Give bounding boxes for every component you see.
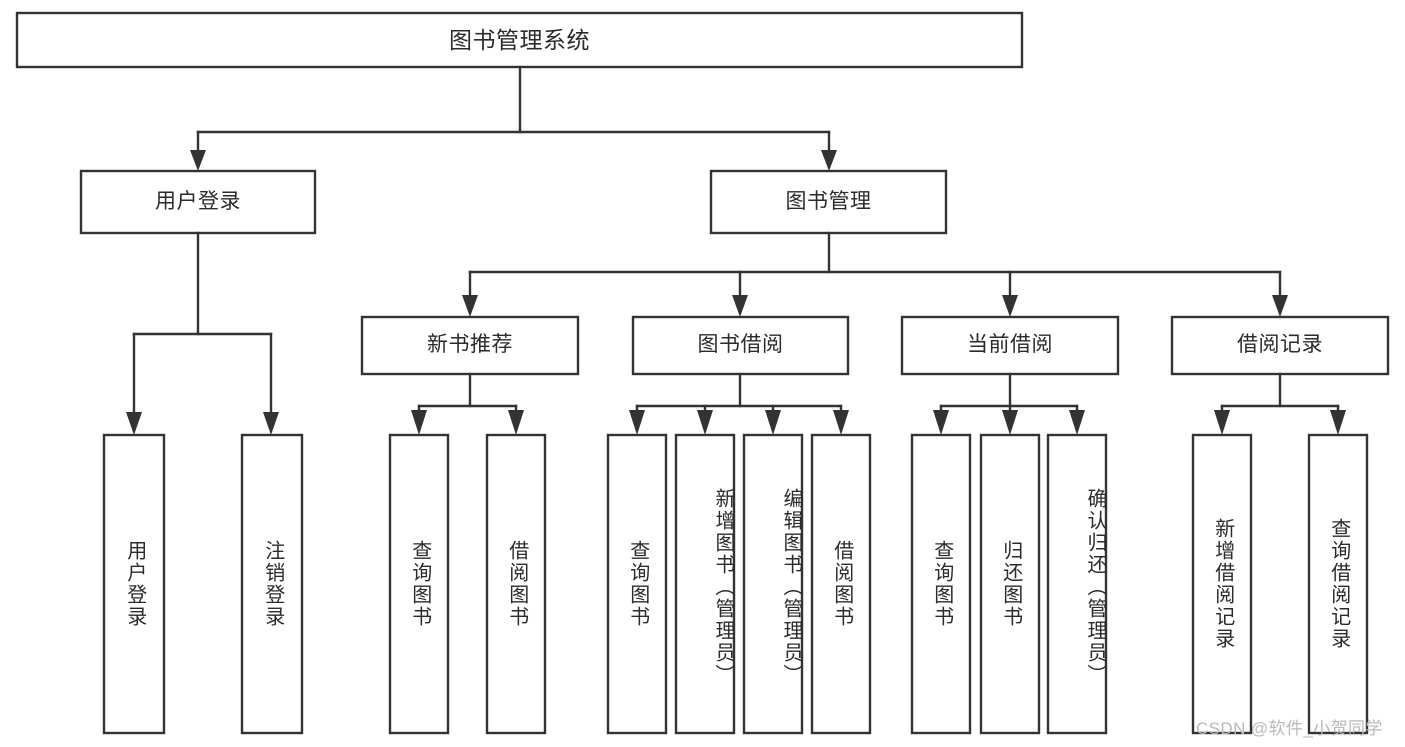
node-box-book-borrow[interactable] [631, 315, 850, 376]
arrow-head-leaf-return-book [1002, 410, 1018, 435]
node-box-leaf-add-record[interactable] [1191, 433, 1253, 735]
arrow-head-new-book-recommend [462, 295, 478, 317]
node-box-leaf-confirm-return[interactable] [1046, 433, 1108, 735]
arrow-head-leaf-borrow-book-1 [508, 410, 524, 435]
node-box-user-login[interactable] [79, 169, 317, 235]
csdn-watermark: CSDN @软件_小贺同学 [1196, 719, 1383, 738]
node-box-borrow-record[interactable] [1170, 315, 1390, 376]
arrow-head-leaf-query-book-2 [629, 410, 645, 435]
node-box-root[interactable] [15, 11, 1024, 69]
arrow-head-book-management [821, 150, 837, 171]
arrow-head-leaf-edit-book [765, 410, 781, 435]
arrow-head-leaf-query-book-3 [933, 410, 949, 435]
node-box-leaf-query-book-2[interactable] [606, 433, 668, 735]
node-box-leaf-query-record[interactable] [1307, 433, 1369, 735]
arrow-head-leaf-logout [263, 412, 279, 435]
arrow-head-leaf-add-book [697, 410, 713, 435]
arrow-head-leaf-user-login [126, 412, 142, 435]
node-box-leaf-borrow-book-2[interactable] [810, 433, 872, 735]
arrow-head-current-borrow [1002, 295, 1018, 317]
node-box-leaf-query-book-1[interactable] [388, 433, 450, 735]
node-box-leaf-logout[interactable] [240, 433, 304, 735]
node-box-leaf-user-login[interactable] [102, 433, 166, 735]
node-box-leaf-query-book-3[interactable] [910, 433, 972, 735]
arrow-head-leaf-add-record [1214, 410, 1230, 435]
arrow-head-leaf-query-book-1 [411, 410, 427, 435]
node-box-book-management[interactable] [709, 169, 948, 235]
arrow-head-book-borrow [732, 295, 748, 317]
arrow-head-leaf-query-record [1330, 410, 1346, 435]
node-box-current-borrow[interactable] [900, 315, 1120, 376]
arrow-head-leaf-borrow-book-2 [833, 410, 849, 435]
node-box-new-book-recommend[interactable] [360, 315, 580, 376]
arrow-head-borrow-record [1272, 295, 1288, 317]
node-box-leaf-return-book[interactable] [979, 433, 1041, 735]
arrow-head-leaf-confirm-return [1069, 410, 1085, 435]
node-box-leaf-edit-book[interactable] [742, 433, 804, 735]
node-box-leaf-add-book[interactable] [674, 433, 736, 735]
arrow-head-user-login [190, 150, 206, 171]
node-box-leaf-borrow-book-1[interactable] [485, 433, 547, 735]
